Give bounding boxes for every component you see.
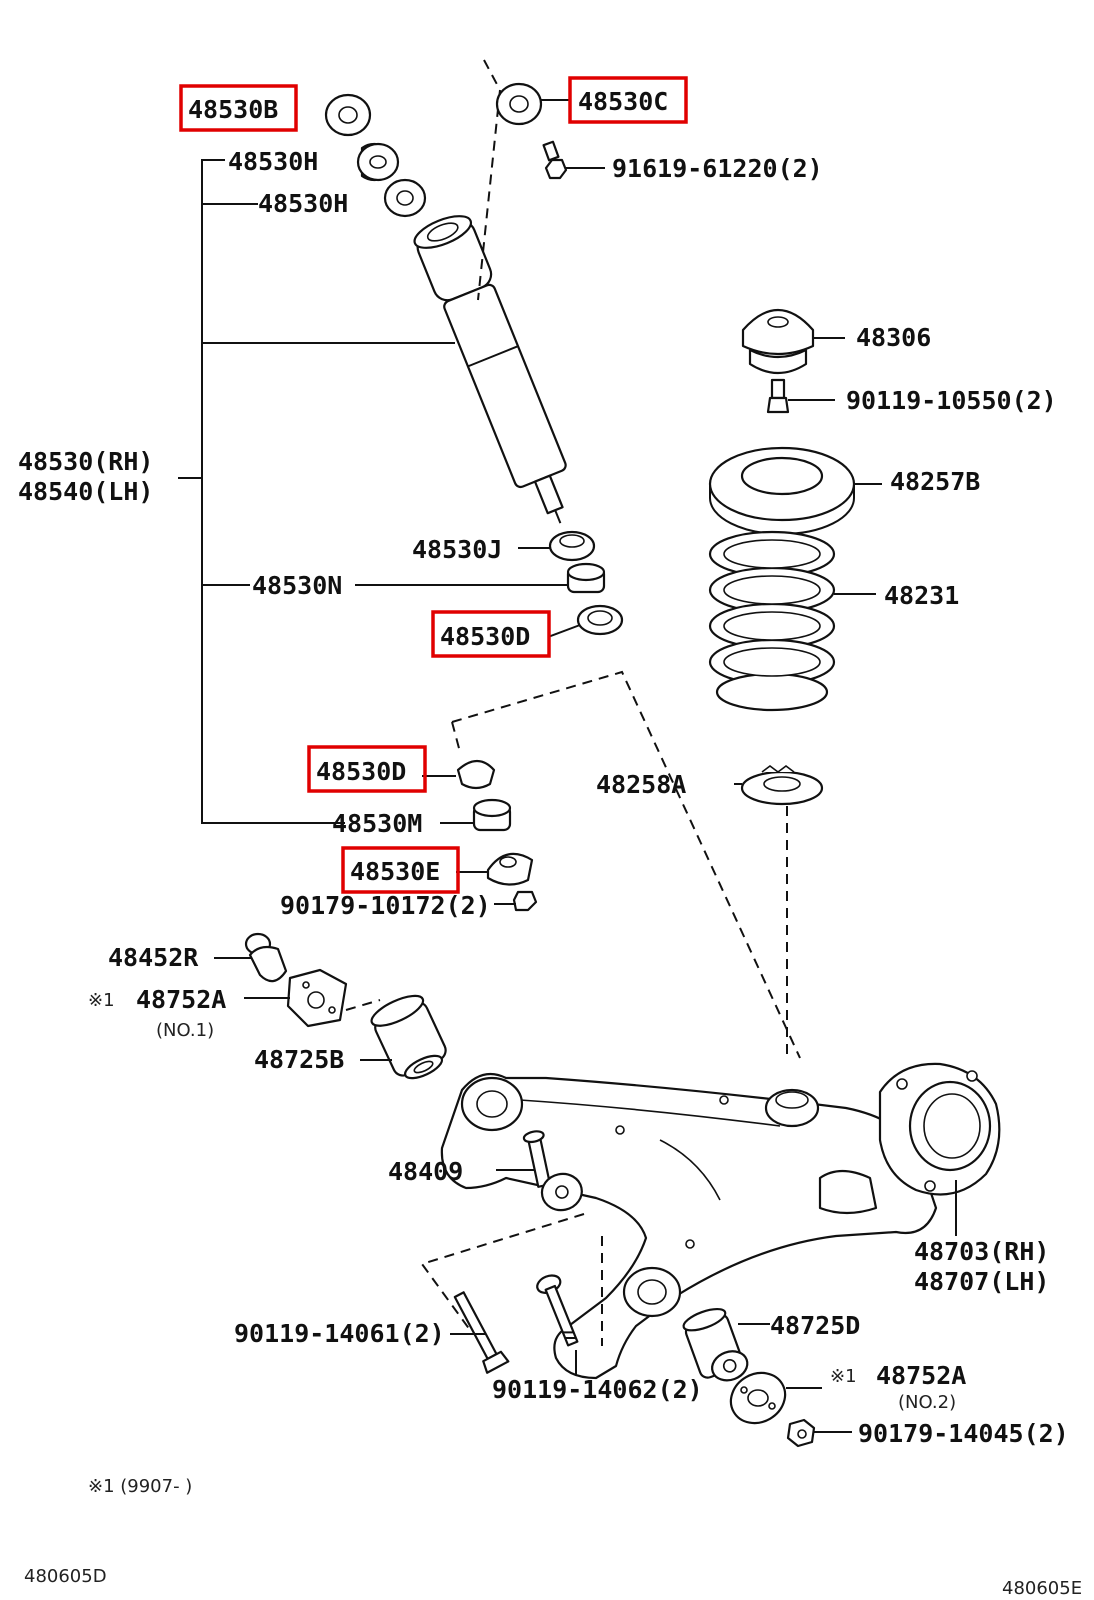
- label-48725b: 48725B: [254, 1045, 344, 1074]
- part-labels: 48530B 48530C 48530H 48530H 91619-61220(…: [18, 87, 1082, 1599]
- cam-plate-48752a-no1: [286, 968, 348, 1028]
- dash-cam-no1: [345, 999, 381, 1011]
- label-48703-rh: 48703(RH): [914, 1237, 1049, 1266]
- mark-48752a-no1: ※1: [88, 990, 115, 1011]
- bushing-48725b: [370, 994, 447, 1080]
- label-48530n: 48530N: [252, 571, 342, 600]
- dash-shock-lower: [451, 670, 801, 1059]
- label-48530d-upper: 48530D: [440, 622, 530, 651]
- bracket-48452r: [244, 932, 288, 983]
- label-90119-14061: 90119-14061(2): [234, 1319, 445, 1348]
- highlight-48530d-upper: [431, 610, 551, 658]
- mark-48752a-no2: ※1: [830, 1366, 857, 1387]
- knuckle-48703: [878, 1062, 1001, 1196]
- label-48725d: 48725D: [770, 1311, 860, 1340]
- coil-spring-48231: [708, 530, 836, 712]
- label-90119-10550: 90119-10550(2): [846, 386, 1057, 415]
- highlight-48530c: [568, 76, 688, 124]
- label-48530m: 48530M: [332, 809, 422, 838]
- bolt-91619: [542, 140, 568, 180]
- label-48530h-lower: 48530H: [258, 189, 348, 218]
- bolt-90119-14062: [536, 1274, 579, 1347]
- nut-90179-10172: [512, 890, 538, 912]
- washer-48530d-lower: [456, 759, 496, 790]
- label-48306: 48306: [856, 323, 931, 352]
- label-90119-14062: 90119-14062(2): [492, 1375, 703, 1404]
- bushing-48530j: [548, 530, 596, 562]
- note-48752a-no1: (NO.1): [156, 1020, 214, 1041]
- label-91619-61220: 91619-61220(2): [612, 154, 823, 183]
- note-48752a-no2: (NO.2): [898, 1392, 956, 1413]
- label-48540-lh: 48540(LH): [18, 477, 153, 506]
- label-48530c: 48530C: [578, 87, 668, 116]
- label-48530h-upper: 48530H: [228, 147, 318, 176]
- shock-absorber: [413, 215, 567, 524]
- bushing-48530h-upper: [356, 142, 400, 182]
- spring-seat-48258a: [740, 765, 824, 806]
- bushing-48530b: [324, 93, 372, 137]
- label-90179-10172: 90179-10172(2): [280, 891, 491, 920]
- label-48707-lh: 48707(LH): [914, 1267, 1049, 1296]
- bushing-48725d: [682, 1307, 749, 1382]
- label-48231: 48231: [884, 581, 959, 610]
- label-48530d-lower: 48530D: [316, 757, 406, 786]
- ref-code-left: 480605D: [24, 1566, 107, 1587]
- shock-bracket-lines: [178, 159, 455, 824]
- highlight-48530e: [341, 846, 460, 894]
- highlight-boxes: [179, 76, 688, 894]
- bushing-48530h-lower: [383, 178, 427, 218]
- bushing-48530c: [495, 82, 543, 126]
- label-90179-14045: 90179-14045(2): [858, 1419, 1069, 1448]
- bushing-48530n: [566, 562, 606, 594]
- bushing-48530m: [472, 798, 512, 832]
- cam-plate-48752a-no2: [729, 1371, 787, 1425]
- label-48752a-no1: 48752A: [136, 985, 226, 1014]
- bump-stop-48306: [741, 308, 815, 414]
- bolt-90119-14061: [453, 1291, 510, 1374]
- label-48530b: 48530B: [188, 95, 278, 124]
- label-48752a-no2: 48752A: [876, 1361, 966, 1390]
- dash-48409-bracket: [420, 1213, 585, 1331]
- nut-90179-14045: [786, 1418, 816, 1448]
- label-48452r: 48452R: [108, 943, 199, 972]
- highlight-48530d-lower: [307, 745, 427, 793]
- spring-seat-48257b: [708, 446, 856, 535]
- bushing-48530e: [486, 852, 534, 886]
- label-48257b: 48257B: [890, 467, 980, 496]
- label-48530j: 48530J: [412, 535, 502, 564]
- highlight-48530b: [179, 84, 298, 132]
- washer-48530d-upper: [576, 604, 624, 636]
- footnote: ※1 (9907- ): [88, 1476, 192, 1497]
- lower-control-arm: [440, 1072, 938, 1380]
- label-48409: 48409: [388, 1157, 463, 1186]
- label-48530e: 48530E: [350, 857, 440, 886]
- dash-shock-left: [451, 721, 461, 753]
- label-48530-rh: 48530(RH): [18, 447, 153, 476]
- ref-code-right: 480605E: [1002, 1578, 1082, 1599]
- dash-48530c: [477, 59, 502, 301]
- bolt-48409: [522, 1130, 583, 1212]
- label-48258a: 48258A: [596, 770, 686, 799]
